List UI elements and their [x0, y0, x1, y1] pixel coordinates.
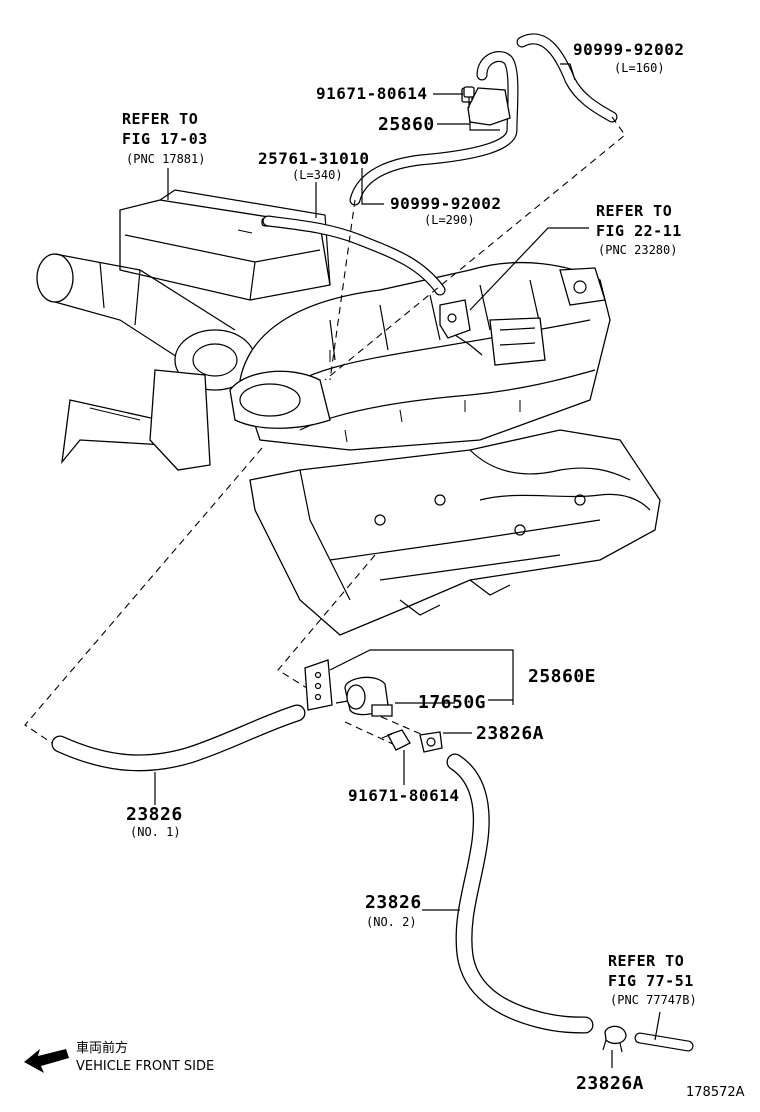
pipe-rear	[634, 1032, 694, 1052]
vsv-bracket	[304, 659, 333, 711]
arrow-left-icon	[24, 1049, 69, 1073]
hose-no1-part-number: 23826	[126, 804, 183, 825]
callout-hose-no2: 23826 (NO. 2)	[365, 892, 422, 929]
air-cleaner-box	[119, 189, 331, 301]
valve-part-number: 17650G	[418, 692, 486, 713]
refer-fig-77-line2: FIG 77-51	[608, 972, 694, 990]
engine-mount-left	[61, 369, 211, 471]
front-direction-indicator: 車両前方 VEHICLE FRONT SIDE	[24, 1040, 214, 1074]
callout-refer-air-cleaner: REFER TO FIG 17-03 (PNC 17881)	[122, 110, 208, 166]
refer-fig-22-line2: FIG 22-11	[596, 222, 682, 240]
dashed-leaders	[24, 116, 626, 746]
hose-top-part-number: 90999-92002	[573, 40, 684, 59]
direction-label-jp: 車両前方	[76, 1040, 128, 1056]
vsv-valve-bottom	[335, 676, 393, 717]
bolt-bottom-icon	[381, 729, 411, 751]
clamp-bottom-part-number: 23826A	[576, 1073, 644, 1094]
intake-manifold	[229, 261, 611, 451]
callout-refer-fig-77: REFER TO FIG 77-51 (PNC 77747B)	[608, 952, 697, 1007]
engine-assembly	[36, 189, 661, 636]
refer-fig-22-line3: (PNC 23280)	[598, 243, 677, 257]
hose-mid-part-number: 25761-31010	[258, 149, 369, 168]
vacuum-hose-right	[349, 51, 519, 206]
hose-no1-note: (NO. 1)	[130, 825, 181, 839]
bolt-top-part-number: 91671-80614	[316, 84, 427, 103]
pressure-sensor	[439, 299, 483, 356]
bolt-bottom-part-number: 91671-80614	[348, 786, 459, 805]
cylinder-block	[249, 429, 661, 636]
refer-fig-22-line1: REFER TO	[596, 202, 672, 220]
hose-top-length: (L=160)	[614, 61, 665, 75]
hose-no2	[446, 753, 594, 1034]
leader-lines	[154, 63, 661, 1068]
vsv-top-part-number: 25860	[378, 114, 435, 135]
hose-mid-length: (L=340)	[292, 168, 343, 182]
refer-fig-77-line1: REFER TO	[608, 952, 684, 970]
clamp-mid-part-number: 23826A	[476, 723, 544, 744]
refer-air-cleaner-line2: FIG 17-03	[122, 130, 208, 148]
hose-no1	[51, 704, 306, 772]
clamp-bottom-icon	[602, 1025, 627, 1053]
refer-air-cleaner-line3: (PNC 17881)	[126, 152, 205, 166]
vacuum-hose-mid	[262, 215, 446, 296]
refer-air-cleaner-line1: REFER TO	[122, 110, 198, 128]
hose-no2-part-number: 23826	[365, 892, 422, 913]
vsv-assy-part-number: 25860E	[528, 666, 596, 687]
vacuum-hose-top	[516, 33, 618, 123]
refer-fig-77-line3: (PNC 77747B)	[610, 993, 697, 1007]
clamp-mid-icon	[419, 731, 443, 753]
hose-right-length: (L=290)	[424, 213, 475, 227]
figure-id: 178572A	[686, 1085, 745, 1100]
hose-right-part-number: 90999-92002	[390, 194, 501, 213]
bolt-top-icon	[463, 86, 475, 108]
hose-no2-note: (NO. 2)	[366, 915, 417, 929]
callout-hose-no1: 23826 (NO. 1)	[126, 804, 183, 839]
callout-hose-top: 90999-92002 (L=160)	[573, 40, 684, 75]
callout-hose-right: 90999-92002 (L=290)	[390, 194, 501, 227]
direction-label-en: VEHICLE FRONT SIDE	[76, 1059, 214, 1074]
callout-refer-fig-22: REFER TO FIG 22-11 (PNC 23280)	[596, 202, 682, 257]
callout-hose-mid: 25761-31010 (L=340)	[258, 149, 369, 182]
